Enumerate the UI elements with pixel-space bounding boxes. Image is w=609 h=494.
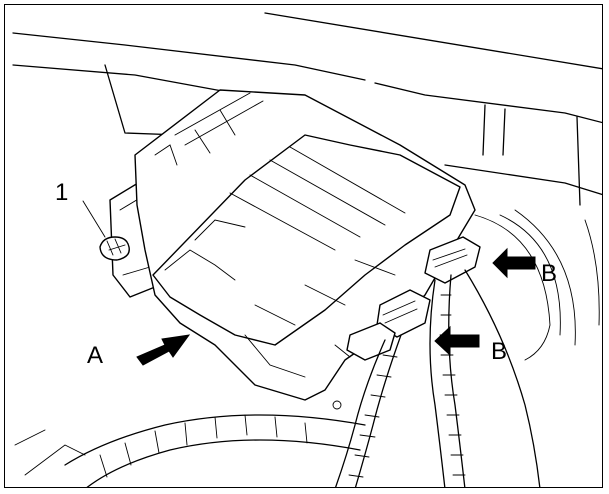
arrow-b-lower-icon xyxy=(434,325,480,357)
callout-part-1: 1 xyxy=(55,179,68,206)
callout-connector-b-lower: B xyxy=(491,338,507,365)
callout-view-a: A xyxy=(87,342,103,369)
vehicle-body-panel xyxy=(12,12,602,361)
callout-connector-b-upper: B xyxy=(541,260,557,287)
callout-1-leader xyxy=(82,200,106,238)
technical-illustration: 1 A B B xyxy=(12,12,602,487)
ecu-housing xyxy=(134,89,476,410)
clip-part-1 xyxy=(99,236,130,261)
connector-lower xyxy=(346,322,396,361)
wire-harness xyxy=(14,269,541,487)
arrow-a-icon xyxy=(136,334,191,366)
diagram-frame: 1 A B B xyxy=(4,4,603,488)
arrow-b-upper-icon xyxy=(492,247,536,279)
